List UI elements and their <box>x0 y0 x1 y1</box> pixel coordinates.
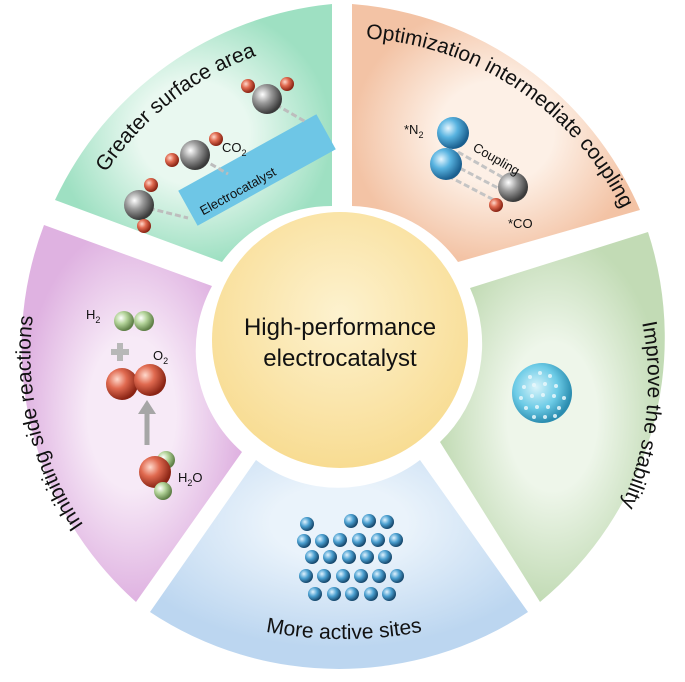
electrocatalyst-slab <box>178 114 336 226</box>
plus-icon <box>111 343 129 361</box>
oxygen-atom <box>165 153 179 167</box>
oxygen-atom <box>139 456 171 488</box>
stability-illustration <box>512 363 572 423</box>
o2-label: O2 <box>153 348 168 366</box>
center-circle <box>212 212 468 468</box>
oxygen-atom <box>134 364 166 396</box>
segment-active-sites <box>150 460 528 669</box>
arrow-up-icon <box>138 400 156 445</box>
active-sites-illustration <box>297 514 404 601</box>
carbon-atom <box>124 190 154 220</box>
porous-sphere <box>512 363 572 423</box>
oxygen-atom <box>209 132 223 146</box>
carbon-atom <box>252 84 282 114</box>
oxygen-atom <box>280 77 294 91</box>
hydrogen-atom <box>154 482 172 500</box>
nitrogen-atom <box>430 148 462 180</box>
segment-intermediate-coupling <box>352 4 640 262</box>
nitrogen-atom <box>437 117 469 149</box>
n2-label: *N2 <box>404 122 423 140</box>
surface-illustration: Electrocatalyst CO2 <box>124 77 336 233</box>
h2o-label: H2O <box>178 470 203 488</box>
hydrogen-atom <box>134 311 154 331</box>
oxygen-atom <box>489 198 503 212</box>
center-title-line2: electrocatalyst <box>263 345 417 372</box>
hydrogen-atom <box>114 311 134 331</box>
co2-label: CO2 <box>222 140 247 158</box>
segment-side-reactions <box>21 225 242 602</box>
carbon-atom <box>180 140 210 170</box>
oxygen-atom <box>241 79 255 93</box>
segment-surface-area <box>55 4 332 262</box>
carbon-atom <box>498 172 528 202</box>
co-label: *CO <box>508 216 533 231</box>
oxygen-atom <box>106 368 138 400</box>
side-reactions-illustration: H2 O2 H2O <box>86 307 203 500</box>
oxygen-atom <box>137 219 151 233</box>
oxygen-atom <box>144 178 158 192</box>
center-title-line1: High-performance <box>244 314 436 341</box>
h2-label: H2 <box>86 307 100 325</box>
